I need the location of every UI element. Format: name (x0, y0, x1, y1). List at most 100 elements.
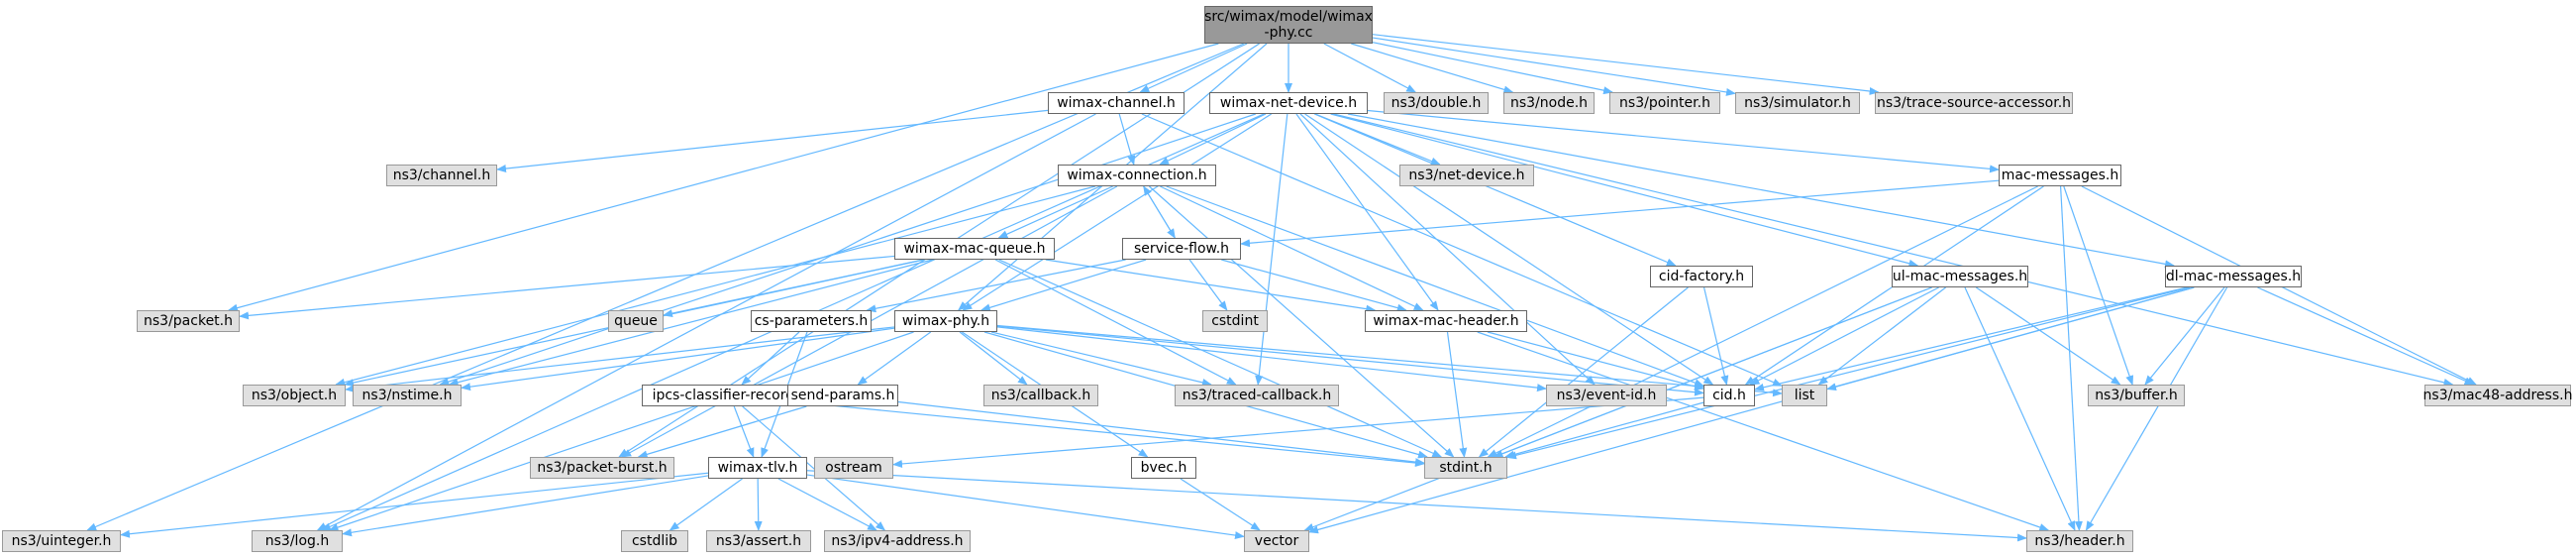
node-wimax-phy-h[interactable]: wimax-phy.h (894, 310, 997, 332)
node-wimax-tlv-h[interactable]: wimax-tlv.h (708, 457, 807, 479)
node-vector: vector (1244, 530, 1309, 552)
edge-wimax_mac_queue_h-to-ns3_packet_h (239, 255, 895, 320)
edge-root-to-ns3_uinteger_h (86, 43, 1245, 531)
edge-ul_mac_messages_h-to-cid_h (1749, 286, 1939, 386)
node-wimax-channel-h[interactable]: wimax-channel.h (1048, 92, 1185, 114)
dependency-edges (86, 34, 2477, 542)
edge-wimax_phy_h-to-cid_h (996, 325, 1704, 396)
edge-wimax_mac_queue_h-to-stdint_h (998, 259, 1443, 458)
edge-dl_mac_messages_h-to-cid_h (1754, 286, 2188, 391)
edge-dl_mac_messages_h-to-ns3_mac48_address_h (2257, 286, 2475, 386)
node-wimax-mac-header-h[interactable]: wimax-mac-header.h (1365, 310, 1527, 332)
edge-wimax_mac_header_h-to-ns3_header_h (1477, 331, 2050, 531)
node-stdint-h: stdint.h (1424, 457, 1507, 479)
edge-root-to-ns3_simulator_h (1372, 37, 1736, 96)
edge-root-to-wimax_channel_h (1139, 43, 1248, 93)
node-ns3-pointer-h: ns3/pointer.h (1609, 92, 1720, 114)
edge-cid_h-to-stdint_h (1504, 401, 1704, 459)
edge-wimax_tlv_h-to-ns3_log_h (342, 475, 709, 537)
edge-dl_mac_messages_h-to-ns3_header_h (2085, 286, 2228, 531)
node-ns3-ipv4-address-h: ns3/ipv4-address.h (824, 530, 971, 552)
node-list: list (1782, 385, 1827, 406)
node-cid-h[interactable]: cid.h (1703, 385, 1755, 406)
node-cs-parameters-h[interactable]: cs-parameters.h (751, 310, 872, 332)
node-send-params-h[interactable]: send-params.h (787, 385, 898, 406)
edge-send_params_h-to-stdint_h (897, 400, 1425, 467)
edge-wimax_net_device_h-to-ns3_nstime_h (439, 113, 1257, 386)
node-cstdlib: cstdlib (621, 530, 688, 552)
edge-mac_messages_h-to-service_flow_h (1240, 179, 2000, 248)
edge-bvec_h-to-vector (1180, 478, 1261, 531)
edge-wimax_mac_queue_h-to-ns3_traced_callback_h (994, 259, 1237, 386)
edge-wimax_tlv_h-to-ns3_uinteger_h (120, 472, 709, 538)
root-file-label-line1: src/wimax/model/wimax (1204, 9, 1373, 25)
node-dl-mac-messages-h[interactable]: dl-mac-messages.h (2165, 266, 2302, 287)
node-cid-factory-h[interactable]: cid-factory.h (1650, 266, 1753, 287)
node-wimax-mac-queue-h[interactable]: wimax-mac-queue.h (894, 238, 1055, 260)
edge-wimax_net_device_h-to-ns3_mac48_address_h (1333, 113, 2454, 387)
edge-wimax_mac_queue_h-to-ns3_nstime_h (448, 259, 933, 387)
edge-wimax_tlv_h-to-ns3_ipv4_address_h (777, 478, 877, 531)
edge-wimax_net_device_h-to-ns3_net_device_h (1314, 113, 1441, 166)
node-service-flow-h[interactable]: service-flow.h (1122, 238, 1241, 260)
node-mac-messages-h[interactable]: mac-messages.h (1999, 165, 2121, 186)
edge-service_flow_h-to-wimax_mac_header_h (1221, 259, 1407, 312)
node-ul-mac-messages-h[interactable]: ul-mac-messages.h (1892, 266, 2028, 287)
edge-wimax_connection_h-to-ns3_object_h (335, 185, 1095, 387)
root-file-label-line2: -phy.cc (1264, 25, 1313, 41)
edge-wimax_tlv_h-to-vector (806, 474, 1245, 540)
edge-wimax_phy_h-to-ns3_traced_callback_h (990, 331, 1212, 387)
edge-ul_mac_messages_h-to-vector (1303, 286, 1932, 531)
node-queue: queue (608, 310, 664, 332)
edge-service_flow_h-to-wimax_connection_h (1143, 185, 1176, 239)
node-ns3-assert-h: ns3/assert.h (706, 530, 811, 552)
node-ns3-object-h: ns3/object.h (243, 385, 346, 406)
edge-wimax_connection_h-to-stdint_h (1148, 185, 1455, 458)
edge-wimax_net_device_h-to-ns3_event_id_h (1299, 113, 1596, 386)
edge-ul_mac_messages_h-to-ns3_header_h (1964, 286, 2076, 531)
edge-wimax_tlv_h-to-cstdlib (669, 478, 743, 531)
node-ns3-uinteger-h: ns3/uinteger.h (2, 530, 121, 552)
edge-wimax_channel_h-to-ns3_channel_h (496, 109, 1049, 173)
edge-wimax_tlv_h-to-ns3_header_h (806, 470, 2027, 542)
edge-wimax_phy_h-to-send_params_h (857, 331, 932, 386)
edge-wimax_phy_h-to-ns3_object_h (345, 326, 895, 393)
edge-mac_messages_h-to-ns3_buffer_h (2063, 185, 2134, 386)
node-ipcs-classifier-record-h[interactable]: ipcs-classifier-record.h (642, 385, 818, 406)
edge-root-to-ns3_trace_source_accessor_h (1372, 34, 1880, 95)
edge-wimax_mac_header_h-to-stdint_h (1446, 331, 1468, 458)
edge-wimax_net_device_h-to-dl_mac_messages_h (1347, 113, 2176, 269)
edge-ul_mac_messages_h-to-ns3_buffer_h (1975, 286, 2121, 386)
edge-wimax_mac_queue_h-to-wimax_mac_header_h (1045, 259, 1377, 313)
node-ns3-double-h: ns3/double.h (1384, 92, 1489, 114)
edge-ipcs_classifier_record_h-to-ns3_ipv4_address_h (742, 405, 886, 531)
edge-ipcs_classifier_record_h-to-wimax_tlv_h (733, 405, 755, 458)
node-ns3-net-device-h: ns3/net-device.h (1399, 165, 1534, 186)
edge-cid_factory_h-to-cid_h (1702, 286, 1729, 386)
edge-wimax_net_device_h-to-wimax_phy_h (962, 113, 1273, 311)
edge-wimax_channel_h-to-ns3_log_h (316, 113, 1096, 531)
edge-send_params_h-to-ns3_packet_burst_h (637, 405, 807, 459)
edge-root-to-ns3_pointer_h (1372, 42, 1614, 95)
node-ostream: ostream (814, 457, 893, 479)
edge-wimax_net_device_h-to-mac_messages_h (1367, 109, 2000, 173)
node-bvec-h[interactable]: bvec.h (1131, 457, 1196, 479)
edge-wimax_connection_h-to-wimax_mac_queue_h (997, 185, 1113, 239)
node-ns3-packet-h: ns3/packet.h (137, 310, 240, 332)
node-ns3-channel-h: ns3/channel.h (386, 165, 497, 186)
edge-wimax_phy_h-to-ns3_event_id_h (996, 326, 1547, 392)
node-wimax-connection-h[interactable]: wimax-connection.h (1058, 165, 1216, 186)
edge-cs_parameters_h-to-ipcs_classifier_record_h (741, 331, 800, 386)
edge-wimax_net_device_h-to-ul_mac_messages_h (1330, 113, 1919, 268)
edge-wimax_mac_header_h-to-cid_h (1487, 331, 1704, 391)
node-ns3-log-h: ns3/log.h (252, 530, 343, 552)
edge-wimax_channel_h-to-list (1141, 113, 1783, 387)
edge-wimax_phy_h-to-ns3_log_h (328, 331, 914, 531)
edge-service_flow_h-to-cs_parameters_h (866, 259, 1126, 313)
edge-wimax_connection_h-to-wimax_mac_header_h (1160, 185, 1424, 311)
node-wimax-net-device-h[interactable]: wimax-net-device.h (1209, 92, 1368, 114)
edge-wimax_channel_h-to-wimax_connection_h (1118, 113, 1136, 166)
edge-root-to-ns3_node_h (1351, 43, 1514, 94)
edge-wimax_phy_h-to-list (996, 324, 1783, 397)
